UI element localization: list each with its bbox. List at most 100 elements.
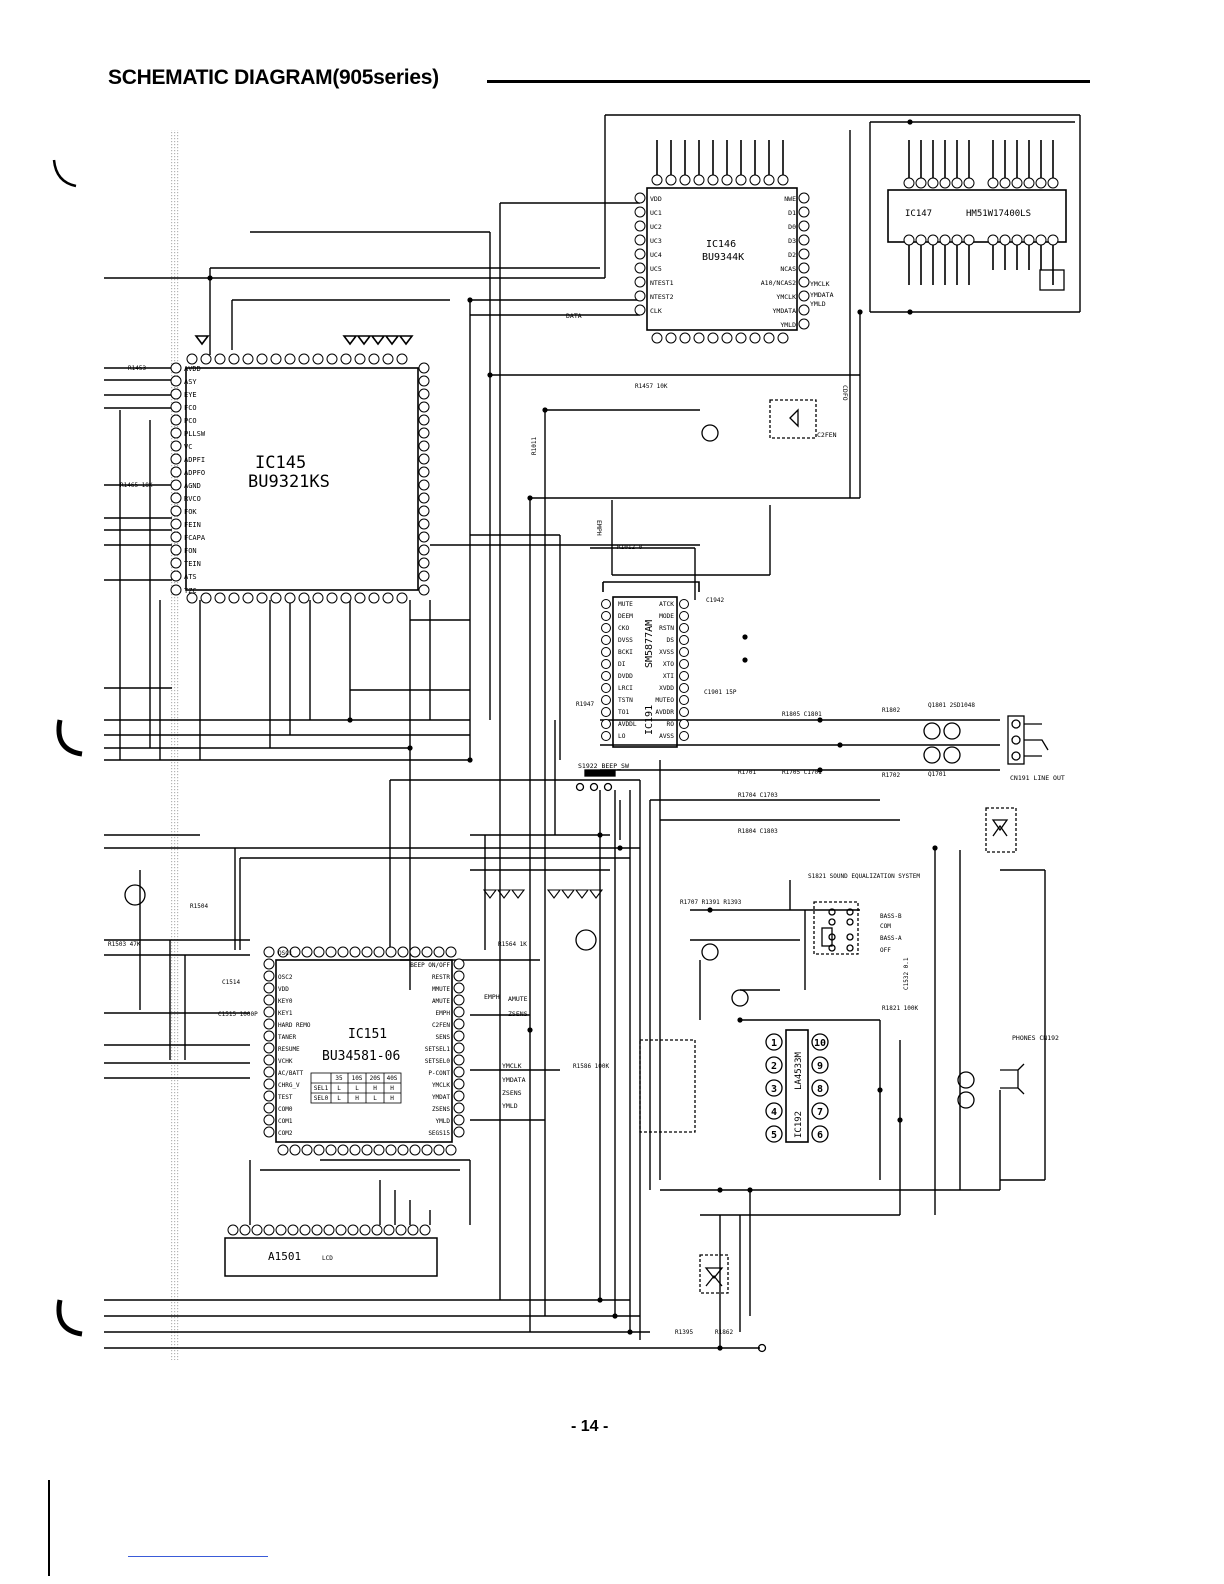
svg-text:R1457 10K: R1457 10K	[635, 383, 668, 390]
svg-text:KEY1: KEY1	[278, 1010, 293, 1017]
svg-text:R1395: R1395	[675, 1329, 693, 1336]
svg-text:C1901 15P: C1901 15P	[704, 689, 737, 696]
title-rule	[487, 80, 1090, 83]
svg-text:R1821 100K: R1821 100K	[882, 1005, 919, 1012]
svg-text:FEIN: FEIN	[184, 521, 201, 529]
svg-text:C2FEN: C2FEN	[817, 431, 837, 439]
ic145	[170, 335, 430, 604]
svg-text:YMLD: YMLD	[810, 300, 826, 308]
svg-text:Q1701: Q1701	[928, 771, 946, 778]
svg-text:SETSEL0: SETSEL0	[425, 1058, 451, 1065]
svg-text:6: 6	[817, 1130, 823, 1141]
svg-text:DS: DS	[667, 637, 675, 644]
svg-text:MUTEO: MUTEO	[655, 697, 674, 704]
svg-text:KEY0: KEY0	[278, 998, 293, 1005]
svg-text:XVSS: XVSS	[659, 649, 674, 656]
svg-text:4: 4	[771, 1107, 777, 1118]
svg-text:OFF: OFF	[880, 947, 891, 954]
ic192	[765, 1029, 829, 1143]
svg-text:NTEST2: NTEST2	[650, 293, 674, 301]
svg-text:C1532 0.1: C1532 0.1	[903, 957, 910, 990]
output-stage	[124, 269, 1065, 1353]
svg-text:R1947: R1947	[576, 701, 594, 708]
ic146-ref: IC146	[706, 239, 736, 250]
svg-text:H: H	[390, 1085, 394, 1092]
svg-text:D2: D2	[788, 251, 796, 259]
svg-text:20S: 20S	[370, 1075, 381, 1082]
svg-text:MODE: MODE	[659, 613, 674, 620]
svg-text:YMLD: YMLD	[436, 1118, 451, 1125]
svg-text:PLLSW: PLLSW	[184, 430, 206, 438]
svg-text:40S: 40S	[387, 1075, 398, 1082]
svg-text:R1704 C1703: R1704 C1703	[738, 792, 778, 799]
svg-text:MUTE: MUTE	[618, 601, 633, 608]
svg-text:TSTN: TSTN	[618, 697, 633, 704]
svg-text:UC4: UC4	[650, 251, 662, 259]
svg-text:VDD: VDD	[650, 195, 662, 203]
svg-text:3: 3	[771, 1084, 777, 1095]
svg-text:BASS-B: BASS-B	[880, 913, 902, 920]
svg-text:VCHK: VCHK	[278, 1058, 293, 1065]
svg-text:COM1: COM1	[278, 1118, 293, 1125]
svg-text:R1586 100K: R1586 100K	[573, 1063, 610, 1070]
lcd-ref: A1501	[268, 1250, 301, 1263]
ic192-part: LA4533M	[794, 1051, 804, 1090]
svg-text:ZSENS: ZSENS	[432, 1106, 450, 1113]
svg-text:UC2: UC2	[650, 223, 662, 231]
svg-text:R1805 C1801: R1805 C1801	[782, 711, 822, 718]
page-title: SCHEMATIC DIAGRAM(905series)	[108, 66, 439, 89]
ic146	[634, 140, 810, 344]
svg-text:Q1801 2SD1048: Q1801 2SD1048	[928, 702, 975, 709]
svg-text:TZC: TZC	[184, 587, 197, 595]
svg-text:8: 8	[817, 1084, 823, 1095]
ic145-part: BU9321KS	[248, 472, 330, 492]
svg-text:YMDATA: YMDATA	[502, 1076, 526, 1084]
svg-text:DI: DI	[618, 661, 626, 668]
svg-text:DATA: DATA	[566, 312, 582, 320]
svg-text:L: L	[337, 1085, 341, 1092]
svg-text:DVSS: DVSS	[618, 637, 633, 644]
phones-label: PHONES CN192	[1012, 1034, 1059, 1042]
svg-text:LRCI: LRCI	[618, 685, 633, 692]
svg-text:C1514: C1514	[222, 979, 240, 986]
svg-text:MMUTE: MMUTE	[432, 986, 450, 993]
registration-marks	[52, 159, 83, 1337]
svg-text:AC/BATT: AC/BATT	[278, 1070, 304, 1077]
ic151	[263, 946, 465, 1156]
svg-text:TEST: TEST	[278, 1094, 293, 1101]
svg-text:H: H	[373, 1085, 377, 1092]
binding-gutter	[171, 130, 180, 1360]
signal-labels: DATA EMPH EMPH AMUTE ZSENS C2FEN CDFO YM…	[484, 280, 849, 1110]
svg-text:YMLD: YMLD	[780, 321, 796, 329]
svg-text:R1503 47K: R1503 47K	[108, 941, 141, 948]
svg-text:R1465 18K: R1465 18K	[120, 482, 153, 489]
svg-text:R1012 0: R1012 0	[617, 544, 643, 551]
svg-text:10S: 10S	[352, 1075, 363, 1082]
svg-text:OSC1: OSC1	[278, 950, 293, 957]
svg-text:YMCLK: YMCLK	[432, 1082, 450, 1089]
svg-text:NCAS: NCAS	[780, 265, 796, 273]
ic146-part: BU9344K	[702, 252, 744, 263]
svg-text:OSC2: OSC2	[278, 974, 293, 981]
svg-text:ASY: ASY	[184, 378, 197, 386]
svg-text:ATCK: ATCK	[659, 601, 674, 608]
svg-text:YMLD: YMLD	[502, 1102, 518, 1110]
svg-text:TEIN: TEIN	[184, 560, 201, 568]
svg-text:CLK: CLK	[650, 307, 662, 315]
ic191-part: SM5877AM	[644, 620, 655, 668]
ic145-ref: IC145	[255, 453, 306, 473]
svg-text:UC3: UC3	[650, 237, 662, 245]
svg-text:CKO: CKO	[618, 625, 629, 632]
svg-text:YMCLK: YMCLK	[776, 293, 796, 301]
svg-text:YMCLK: YMCLK	[502, 1062, 522, 1070]
svg-text:SEL1: SEL1	[314, 1085, 329, 1092]
svg-text:10: 10	[814, 1038, 826, 1049]
svg-text:SEL0: SEL0	[314, 1095, 329, 1102]
svg-text:YMDATA: YMDATA	[773, 307, 797, 315]
svg-text:L: L	[373, 1095, 377, 1102]
svg-text:L: L	[337, 1095, 341, 1102]
ic151-part: BU34581-06	[322, 1049, 400, 1064]
